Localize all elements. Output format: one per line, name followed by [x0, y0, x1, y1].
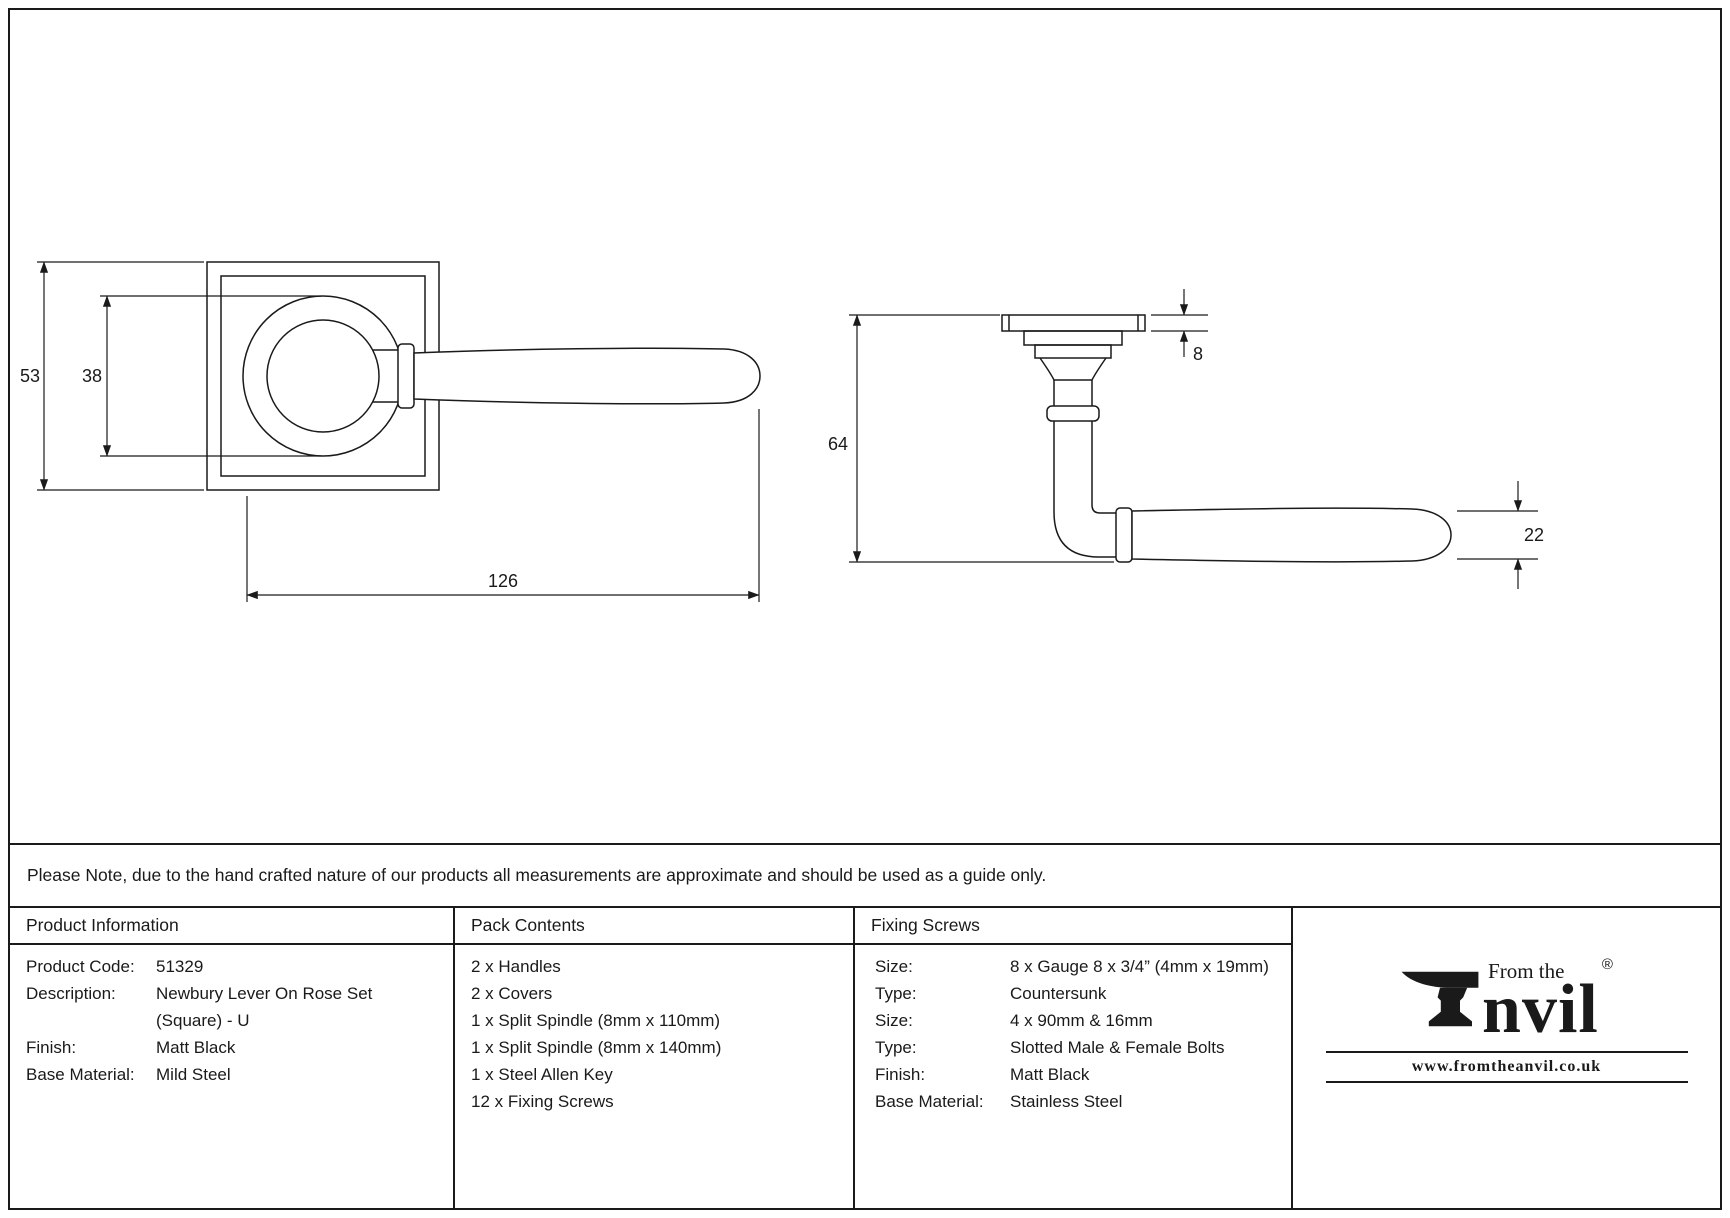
list-item: 1 x Split Spindle (8mm x 140mm)	[471, 1038, 722, 1057]
table-row: Size: 8 x Gauge 8 x 3/4” (4mm x 19mm)	[875, 953, 1281, 980]
rose-plate-side	[1001, 314, 1146, 332]
extension-lines-8	[1151, 314, 1208, 332]
side-view-dimensions	[849, 289, 1538, 589]
table-row: Base Material: Stainless Steel	[875, 1088, 1281, 1115]
neck-lower	[1053, 421, 1093, 512]
rose-inner-square	[220, 275, 426, 477]
anvil-icon	[1401, 971, 1479, 1027]
list-item: 1 x Split Spindle (8mm x 110mm)	[471, 1011, 721, 1030]
table-row: Size: 4 x 90mm & 16mm	[875, 1007, 1281, 1034]
side-view-drawing	[1001, 314, 1452, 563]
extension-lines-53	[37, 261, 204, 491]
sheet-border: 53 38 126	[8, 8, 1722, 1210]
table-row: Type: Slotted Male & Female Bolts	[875, 1034, 1281, 1061]
row-label: Finish:	[875, 1065, 926, 1084]
rose-plate-caps	[1008, 315, 1139, 331]
row-value: 8 x Gauge 8 x 3/4” (4mm x 19mm)	[1010, 957, 1269, 976]
front-view-dimensions	[37, 261, 760, 602]
rose-step-1	[1023, 330, 1123, 346]
measurements-note-row: Please Note, due to the hand crafted nat…	[10, 843, 1720, 908]
lever-collar	[397, 343, 415, 409]
product-information-header-label: Product Information	[26, 915, 179, 935]
dim-label-square-height: 53	[20, 366, 40, 386]
row-label: Size:	[875, 957, 913, 976]
list-item: 2 x Handles	[471, 957, 561, 976]
rose-inner-circle	[266, 319, 380, 433]
product-information-body: Product Code: 51329 Description: Newbury…	[10, 945, 453, 1088]
extension-lines-38	[100, 295, 321, 457]
fixing-screws-header: Fixing Screws	[855, 908, 1291, 945]
extension-lines-126	[246, 409, 760, 602]
neck-flare	[1039, 357, 1107, 381]
logo-wordmark-block: From the nvil	[1482, 958, 1599, 1048]
pack-contents-header-label: Pack Contents	[471, 915, 585, 935]
row-value: Mild Steel	[156, 1065, 231, 1084]
fixing-screws-header-label: Fixing Screws	[871, 915, 980, 935]
pack-contents-list: 2 x Handles 2 x Covers 1 x Split Spindle…	[471, 953, 843, 1115]
fixing-screws-column: Fixing Screws Size: 8 x Gauge 8 x 3/4” (…	[855, 908, 1293, 1208]
brand-website-url: www.fromtheanvil.co.uk	[1411, 1058, 1602, 1075]
product-info-table: Product Information Product Code: 51329 …	[10, 908, 1720, 1208]
extension-lines-22	[1457, 510, 1538, 560]
dim-label-rose-thickness: 8	[1193, 344, 1203, 364]
row-value: 51329	[156, 957, 204, 976]
list-item: 2 x Covers	[471, 984, 553, 1003]
row-label: Type:	[875, 1038, 917, 1057]
product-information-column: Product Information Product Code: 51329 …	[10, 908, 455, 1208]
row-label: Product Code:	[26, 957, 135, 976]
row-value: Slotted Male & Female Bolts	[1010, 1038, 1225, 1057]
neck-upper	[1053, 380, 1093, 406]
list-item: 1 x Steel Allen Key	[471, 1065, 613, 1084]
row-label: Base Material:	[26, 1065, 135, 1084]
table-row: Base Material: Mild Steel	[26, 1061, 443, 1088]
pack-contents-header: Pack Contents	[455, 908, 853, 945]
elbow-outer	[1053, 511, 1100, 558]
table-row: Product Code: 51329	[26, 953, 443, 980]
neck-ring	[1046, 405, 1100, 422]
fixing-screws-body: Size: 8 x Gauge 8 x 3/4” (4mm x 19mm) Ty…	[855, 945, 1291, 1115]
elbow-inner	[1091, 504, 1101, 514]
logo-rule-top	[1325, 1051, 1688, 1053]
table-row: Finish: Matt Black	[26, 1034, 443, 1061]
lever-arm	[413, 347, 761, 405]
logo-tagline: From the	[1488, 958, 1565, 983]
dim-label-lever-length: 126	[488, 571, 518, 591]
row-label: Base Material:	[875, 1092, 984, 1111]
product-information-header: Product Information	[10, 908, 453, 945]
dim-label-rose-diameter: 38	[82, 366, 102, 386]
row-value: Newbury Lever On Rose Set (Square) - U	[156, 984, 373, 1030]
brand-logo: From the nvil ®	[1400, 956, 1613, 1048]
rose-step-2	[1034, 344, 1112, 359]
list-item: 12 x Fixing Screws	[471, 1092, 614, 1111]
row-label: Size:	[875, 1011, 913, 1030]
row-label: Type:	[875, 984, 917, 1003]
brand-logo-cell: From the nvil ® www.fromtheanvil.co.uk	[1293, 908, 1720, 1208]
row-value: Matt Black	[1010, 1065, 1090, 1084]
table-row: Type: Countersunk	[875, 980, 1281, 1007]
dim-label-lever-diameter: 22	[1524, 525, 1544, 545]
row-label: Description:	[26, 984, 116, 1003]
elbow-to-collar	[1099, 512, 1116, 558]
pack-contents-column: Pack Contents 2 x Handles 2 x Covers 1 x…	[455, 908, 855, 1208]
technical-drawing: 53 38 126	[20, 261, 1544, 602]
measurements-note-text: Please Note, due to the hand crafted nat…	[27, 865, 1047, 885]
table-row: Description: Newbury Lever On Rose Set (…	[26, 980, 443, 1034]
dim-label-projection: 64	[828, 434, 848, 454]
pack-contents-body: 2 x Handles 2 x Covers 1 x Split Spindle…	[455, 945, 853, 1115]
front-view-drawing	[206, 261, 761, 491]
row-value: Matt Black	[156, 1038, 236, 1057]
row-value: Stainless Steel	[1010, 1092, 1123, 1111]
lever-neck	[372, 349, 398, 403]
logo-wordmark: nvil	[1482, 970, 1599, 1048]
row-label: Finish:	[26, 1038, 77, 1057]
lever-collar-side	[1115, 507, 1133, 563]
row-value: Countersunk	[1010, 984, 1107, 1003]
registered-trademark-symbol: ®	[1601, 956, 1613, 973]
row-value: 4 x 90mm & 16mm	[1010, 1011, 1153, 1030]
extension-lines-64	[849, 314, 1114, 563]
table-row: Finish: Matt Black	[875, 1061, 1281, 1088]
logo-rule-bottom	[1325, 1081, 1688, 1083]
lever-arm-side	[1131, 507, 1452, 563]
